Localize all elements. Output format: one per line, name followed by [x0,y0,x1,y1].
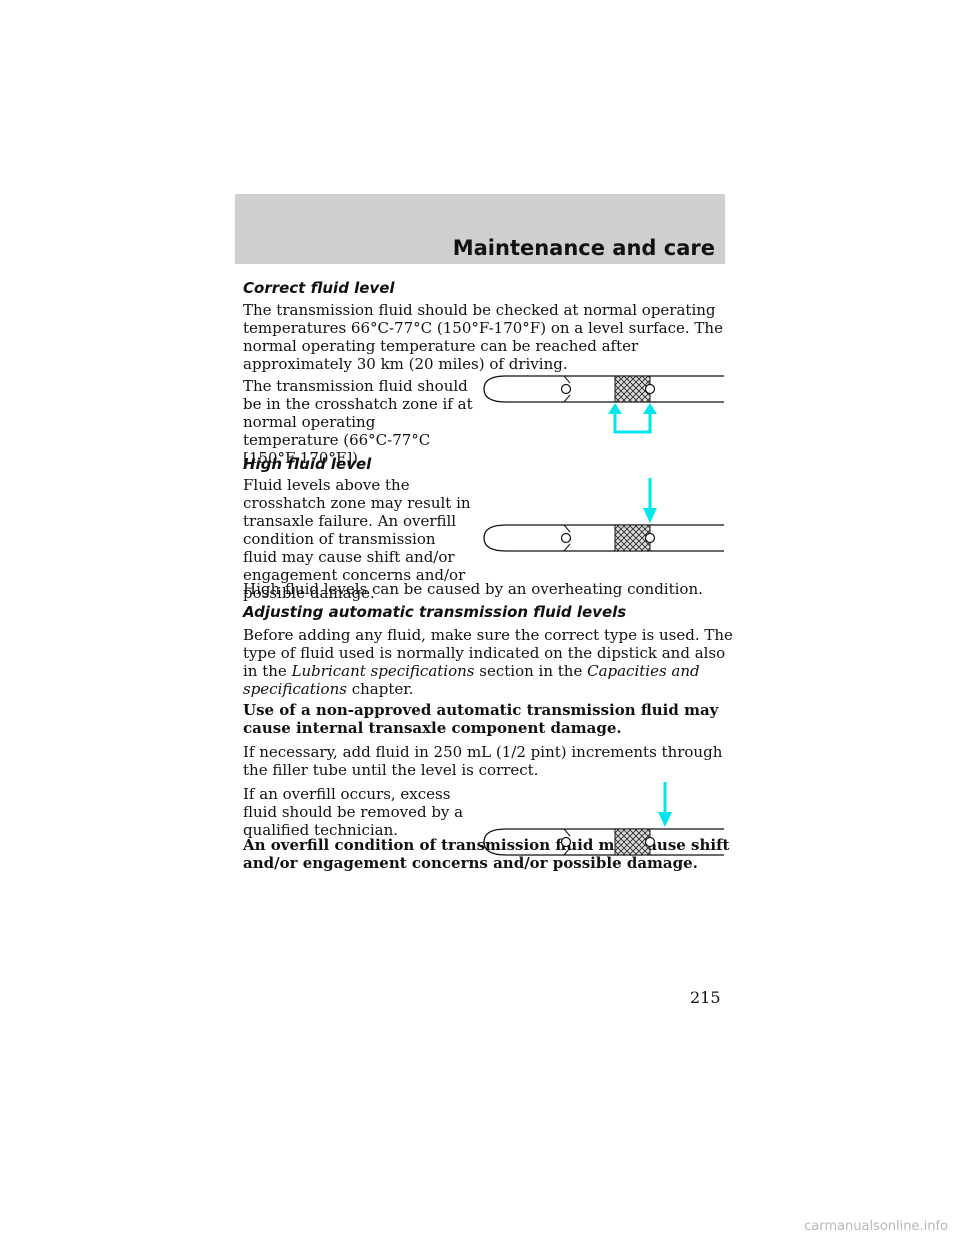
dipstick-correct-level-diagram [483,375,724,434]
paragraph-overheating: High fluid levels can be caused by an ov… [243,580,703,598]
paragraph-fluid-type: Before adding any fluid, make sure the c… [243,626,733,698]
link-capacities-specifications: Capacities and specifications [243,662,700,698]
heading-correct-fluid-level: Correct fluid level [243,279,395,297]
chapter-title: Maintenance and care [452,236,715,260]
footer-watermark[interactable]: carmanualsonline.info [804,1219,948,1234]
heading-high-fluid-level: High fluid level [243,455,372,473]
dipstick-high-level-diagram [483,478,724,552]
dipstick-overfill-diagram [483,782,724,856]
heading-adjusting-fluid-levels: Adjusting automatic transmission fluid l… [243,603,627,621]
header-bar: Maintenance and care [235,194,725,264]
paragraph-checking-temperature: The transmission fluid should be checked… [243,301,723,373]
link-lubricant-specifications: Lubricant specifications [291,662,475,680]
paragraph-above-crosshatch: Fluid levels above the crosshatch zone m… [243,476,471,602]
page-number: 215 [690,988,721,1007]
paragraph-overfill-occurs: If an overfill occurs, excess fluid shou… [243,785,464,839]
paragraph-add-fluid: If necessary, add fluid in 250 mL (1/2 p… [243,743,723,779]
warning-overfill-condition: An overfill condition of transmission fl… [243,836,730,872]
paragraph-crosshatch-zone: The transmission fluid should be in the … [243,377,473,467]
warning-non-approved-fluid: Use of a non-approved automatic transmis… [243,701,719,737]
